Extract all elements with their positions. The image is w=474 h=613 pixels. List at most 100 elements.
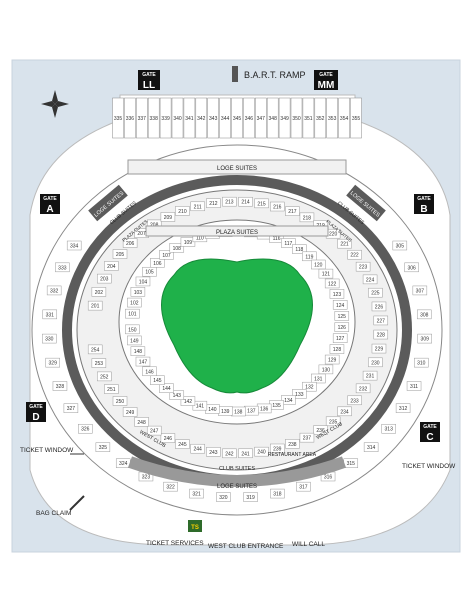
section-box[interactable] [324,278,340,289]
section-box[interactable] [371,301,387,312]
section-box[interactable] [169,390,185,400]
section-box[interactable] [302,381,317,392]
section-box[interactable] [302,97,315,139]
section-box[interactable] [326,97,338,139]
section-box[interactable] [147,97,160,139]
section-box[interactable] [368,287,383,298]
section-box[interactable] [124,97,136,139]
section-box[interactable] [163,481,178,492]
section-box[interactable] [416,309,432,320]
section-box[interactable] [302,251,317,262]
section-box[interactable] [97,371,112,382]
section-box[interactable] [347,395,362,406]
section-box[interactable] [417,333,432,344]
section-box[interactable] [311,373,326,384]
section-box[interactable] [175,439,190,449]
section-box[interactable] [206,447,221,457]
section-box[interactable] [395,403,411,413]
section-box[interactable] [159,250,174,260]
section-box[interactable] [381,423,396,434]
section-box[interactable] [392,240,408,251]
section-box[interactable] [325,416,341,427]
section-box[interactable] [160,433,176,443]
section-box[interactable] [231,97,243,139]
section-box[interactable] [329,289,345,299]
section-box[interactable] [91,358,107,368]
section-box[interactable] [122,238,138,248]
section-box[interactable] [127,297,142,308]
section-box[interactable] [104,384,119,394]
section-box[interactable] [278,97,291,139]
section-box[interactable] [46,285,62,296]
section-box[interactable] [362,370,378,381]
section-box[interactable] [175,206,190,216]
section-box[interactable] [216,492,231,502]
section-box[interactable] [189,488,204,499]
section-box[interactable] [254,446,269,457]
section-box[interactable] [254,198,269,209]
section-box[interactable] [269,201,285,212]
section-box[interactable] [160,212,176,222]
section-box[interactable] [292,244,307,254]
section-box[interactable] [190,201,205,212]
section-box[interactable] [222,196,237,207]
section-box[interactable] [334,322,350,332]
section-box[interactable] [281,395,296,405]
section-box[interactable] [169,243,185,253]
section-box[interactable] [195,97,208,139]
section-box[interactable] [406,381,422,391]
section-box[interactable] [373,329,389,340]
section-box[interactable] [159,383,174,393]
section-box[interactable] [281,238,296,248]
section-box[interactable] [371,343,387,354]
section-box[interactable] [285,439,300,449]
gate-b[interactable]: GATE B [414,194,434,215]
section-box[interactable] [290,97,303,139]
section-box[interactable] [355,383,371,394]
section-box[interactable] [45,357,60,368]
section-box[interactable] [55,262,70,273]
section-box[interactable] [87,300,103,311]
section-box[interactable] [78,423,93,434]
section-box[interactable] [243,97,255,139]
section-box[interactable] [368,357,383,368]
section-box[interactable] [355,261,371,272]
gate-mm[interactable]: GATE MM [314,70,338,91]
gate-c[interactable]: GATE C [420,422,440,443]
section-box[interactable] [270,488,285,499]
section-box[interactable] [171,97,184,139]
section-box[interactable] [404,262,419,273]
section-box[interactable] [243,492,258,502]
section-box[interactable] [238,196,253,207]
section-box[interactable] [334,311,350,321]
section-box[interactable] [150,375,165,385]
section-box[interactable] [130,287,146,297]
section-box[interactable] [127,335,142,346]
section-box[interactable] [311,259,326,270]
gate-ll[interactable]: GATE LL [138,70,160,91]
section-box[interactable] [238,448,253,459]
section-box[interactable] [104,261,119,271]
section-box[interactable] [362,274,378,285]
section-box[interactable] [95,442,111,452]
section-box[interactable] [42,333,57,344]
section-box[interactable] [299,212,315,223]
section-box[interactable] [337,238,352,249]
section-box[interactable] [130,346,146,356]
section-box[interactable] [122,407,138,417]
section-box[interactable] [112,249,128,259]
section-box[interactable] [373,315,389,326]
section-box[interactable] [190,443,205,454]
section-box[interactable] [180,396,196,406]
section-box[interactable] [296,481,311,492]
section-box[interactable] [146,425,162,436]
section-box[interactable] [412,285,428,296]
gate-a[interactable]: GATE A [40,194,60,215]
section-box[interactable] [125,324,140,335]
gate-d[interactable]: GATE D [26,402,46,423]
section-box[interactable] [299,432,315,443]
section-box[interactable] [87,344,103,355]
section-box[interactable] [207,97,219,139]
section-box[interactable] [150,258,165,268]
section-box[interactable] [318,268,334,279]
